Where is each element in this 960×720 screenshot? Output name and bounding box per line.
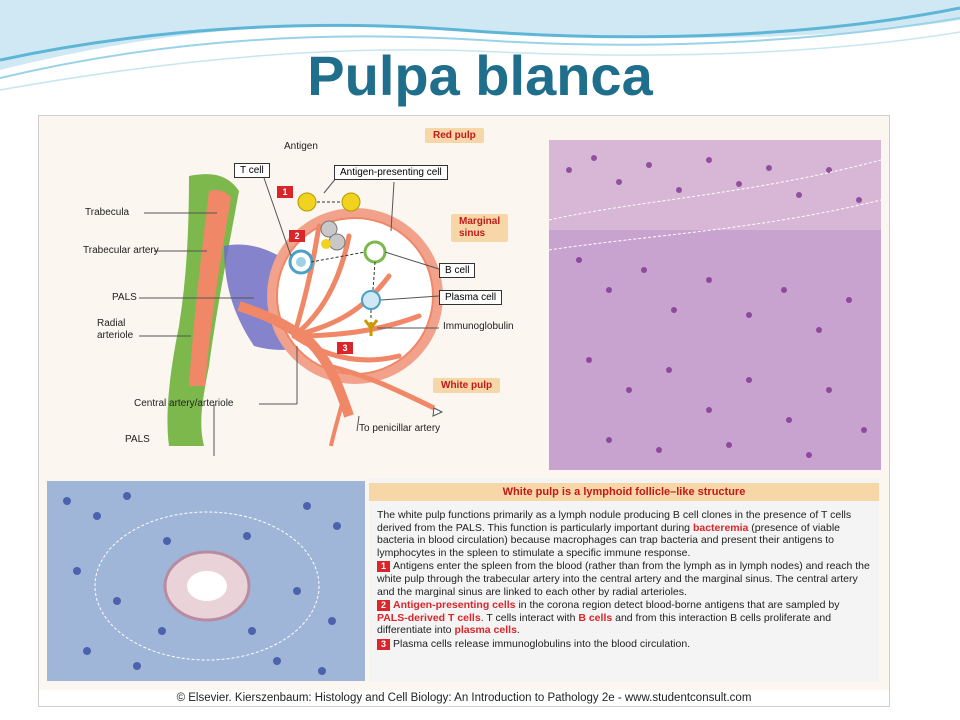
- label-pals-lower: PALS: [125, 434, 150, 445]
- pals-t-cells-term: PALS-derived T cells: [377, 611, 481, 624]
- step-1-marker: 1: [277, 186, 293, 198]
- step-2-text-d: . T cells interact with: [480, 611, 579, 624]
- tag-red-pulp: Red pulp: [425, 128, 484, 143]
- description-body: The white pulp functions primarily as a …: [377, 509, 873, 652]
- tag-marginal-sinus-line1: Marginal: [459, 216, 501, 227]
- label-antigen: Antigen: [284, 141, 318, 152]
- step-3-text: Plasma cells release immunoglobulins int…: [393, 637, 691, 650]
- apc-term: Antigen-presenting cells: [393, 599, 516, 612]
- tag-marginal-sinus: Marginal sinus: [451, 214, 509, 242]
- intro-text-a: The white pulp functions primarily as a …: [377, 509, 852, 534]
- step-3-badge: 3: [377, 638, 390, 650]
- label-radial-arteriole-2: arteriole: [97, 330, 134, 341]
- step-2-text-h: .: [516, 624, 520, 637]
- intro-text-c: (presence of viable bacteria in blood ci…: [377, 521, 841, 559]
- step-1-badge: 1: [377, 561, 390, 573]
- step-2-marker: 2: [289, 230, 305, 242]
- label-t-cell: T cell: [234, 163, 270, 178]
- step-2-badge: 2: [377, 600, 390, 612]
- label-trabecular-artery: Trabecular artery: [83, 245, 159, 256]
- plasma-cells-term: plasma cells: [454, 624, 517, 637]
- bacteremia-term: bacteremia: [692, 521, 749, 534]
- figure-panel: Antigen T cell Antigen-presenting cell T…: [38, 115, 890, 707]
- pals-micrograph-lower: [47, 481, 365, 681]
- label-apc: Antigen-presenting cell: [334, 165, 448, 180]
- label-b-cell: B cell: [439, 263, 476, 278]
- label-central-artery: Central artery/arteriole: [134, 398, 234, 409]
- label-trabecula: Trabecula: [85, 207, 130, 218]
- step-3-marker: 3: [337, 342, 353, 354]
- spleen-micrograph-upper: [549, 140, 881, 470]
- copyright-credit: © Elsevier. Kierszenbaum: Histology and …: [39, 690, 889, 706]
- step-2-text-f: and from this interaction B cells prolif…: [377, 611, 832, 637]
- label-immunoglobulin: Immunoglobulin: [443, 321, 514, 332]
- description-panel: White pulp is a lymphoid follicle–like s…: [369, 479, 879, 681]
- intro-paragraph: The white pulp functions primarily as a …: [377, 509, 873, 559]
- label-radial-arteriole-1: Radial: [97, 318, 126, 329]
- tag-marginal-sinus-line2: sinus: [459, 228, 486, 239]
- description-title: White pulp is a lymphoid follicle–like s…: [369, 483, 879, 501]
- step-2-text-b: in the corona region detect blood-borne …: [515, 599, 840, 612]
- b-cells-term: B cells: [578, 611, 613, 624]
- step-1-text: Antigens enter the spleen from the blood…: [377, 560, 870, 598]
- label-plasma-cell: Plasma cell: [439, 290, 503, 305]
- header-wave-decoration: [0, 0, 960, 91]
- label-pals: PALS: [112, 292, 137, 303]
- label-penicillar: To penicillar artery: [359, 423, 441, 434]
- tag-white-pulp: White pulp: [433, 378, 501, 393]
- white-pulp-diagram: [139, 171, 444, 456]
- page-title: Pulpa blanca: [307, 44, 653, 107]
